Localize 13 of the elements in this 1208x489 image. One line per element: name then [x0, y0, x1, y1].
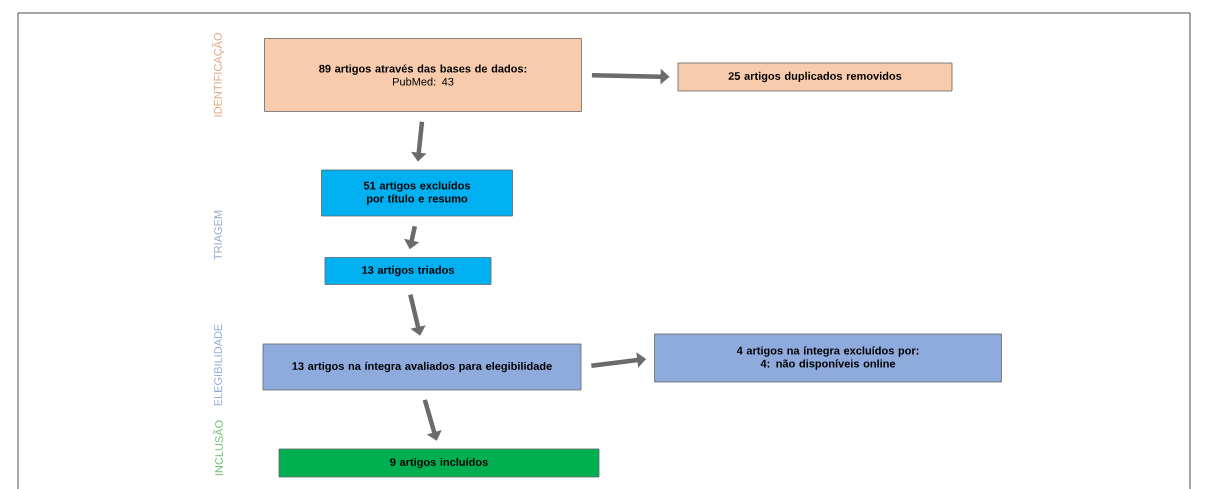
- stage-label: IDENTIFICAÇÃO: [212, 33, 224, 117]
- arrow: [408, 294, 426, 336]
- process-box: 89 artigos através das bases de dados: PubMed: 43: [264, 38, 582, 112]
- stage-label: TRIAGEM: [214, 210, 222, 260]
- process-box: 9 artigos incluídos: [278, 448, 600, 478]
- process-box: 25 artigos duplicados removidos: [677, 62, 953, 92]
- process-box: 51 artigos excluídos por título e resumo: [321, 169, 513, 217]
- stage-label: ELEGIBILIDADE: [214, 324, 222, 406]
- stage-label: INCLUSÃO: [213, 420, 223, 476]
- process-box: 13 artigos triados: [324, 257, 492, 285]
- arrow: [422, 399, 442, 441]
- process-box: 13 artigos na íntegra avaliados para elegibilidade: [262, 343, 582, 391]
- process-box: 4 artigos na íntegra excluídos por: 4: não disponíveis online: [654, 333, 1002, 383]
